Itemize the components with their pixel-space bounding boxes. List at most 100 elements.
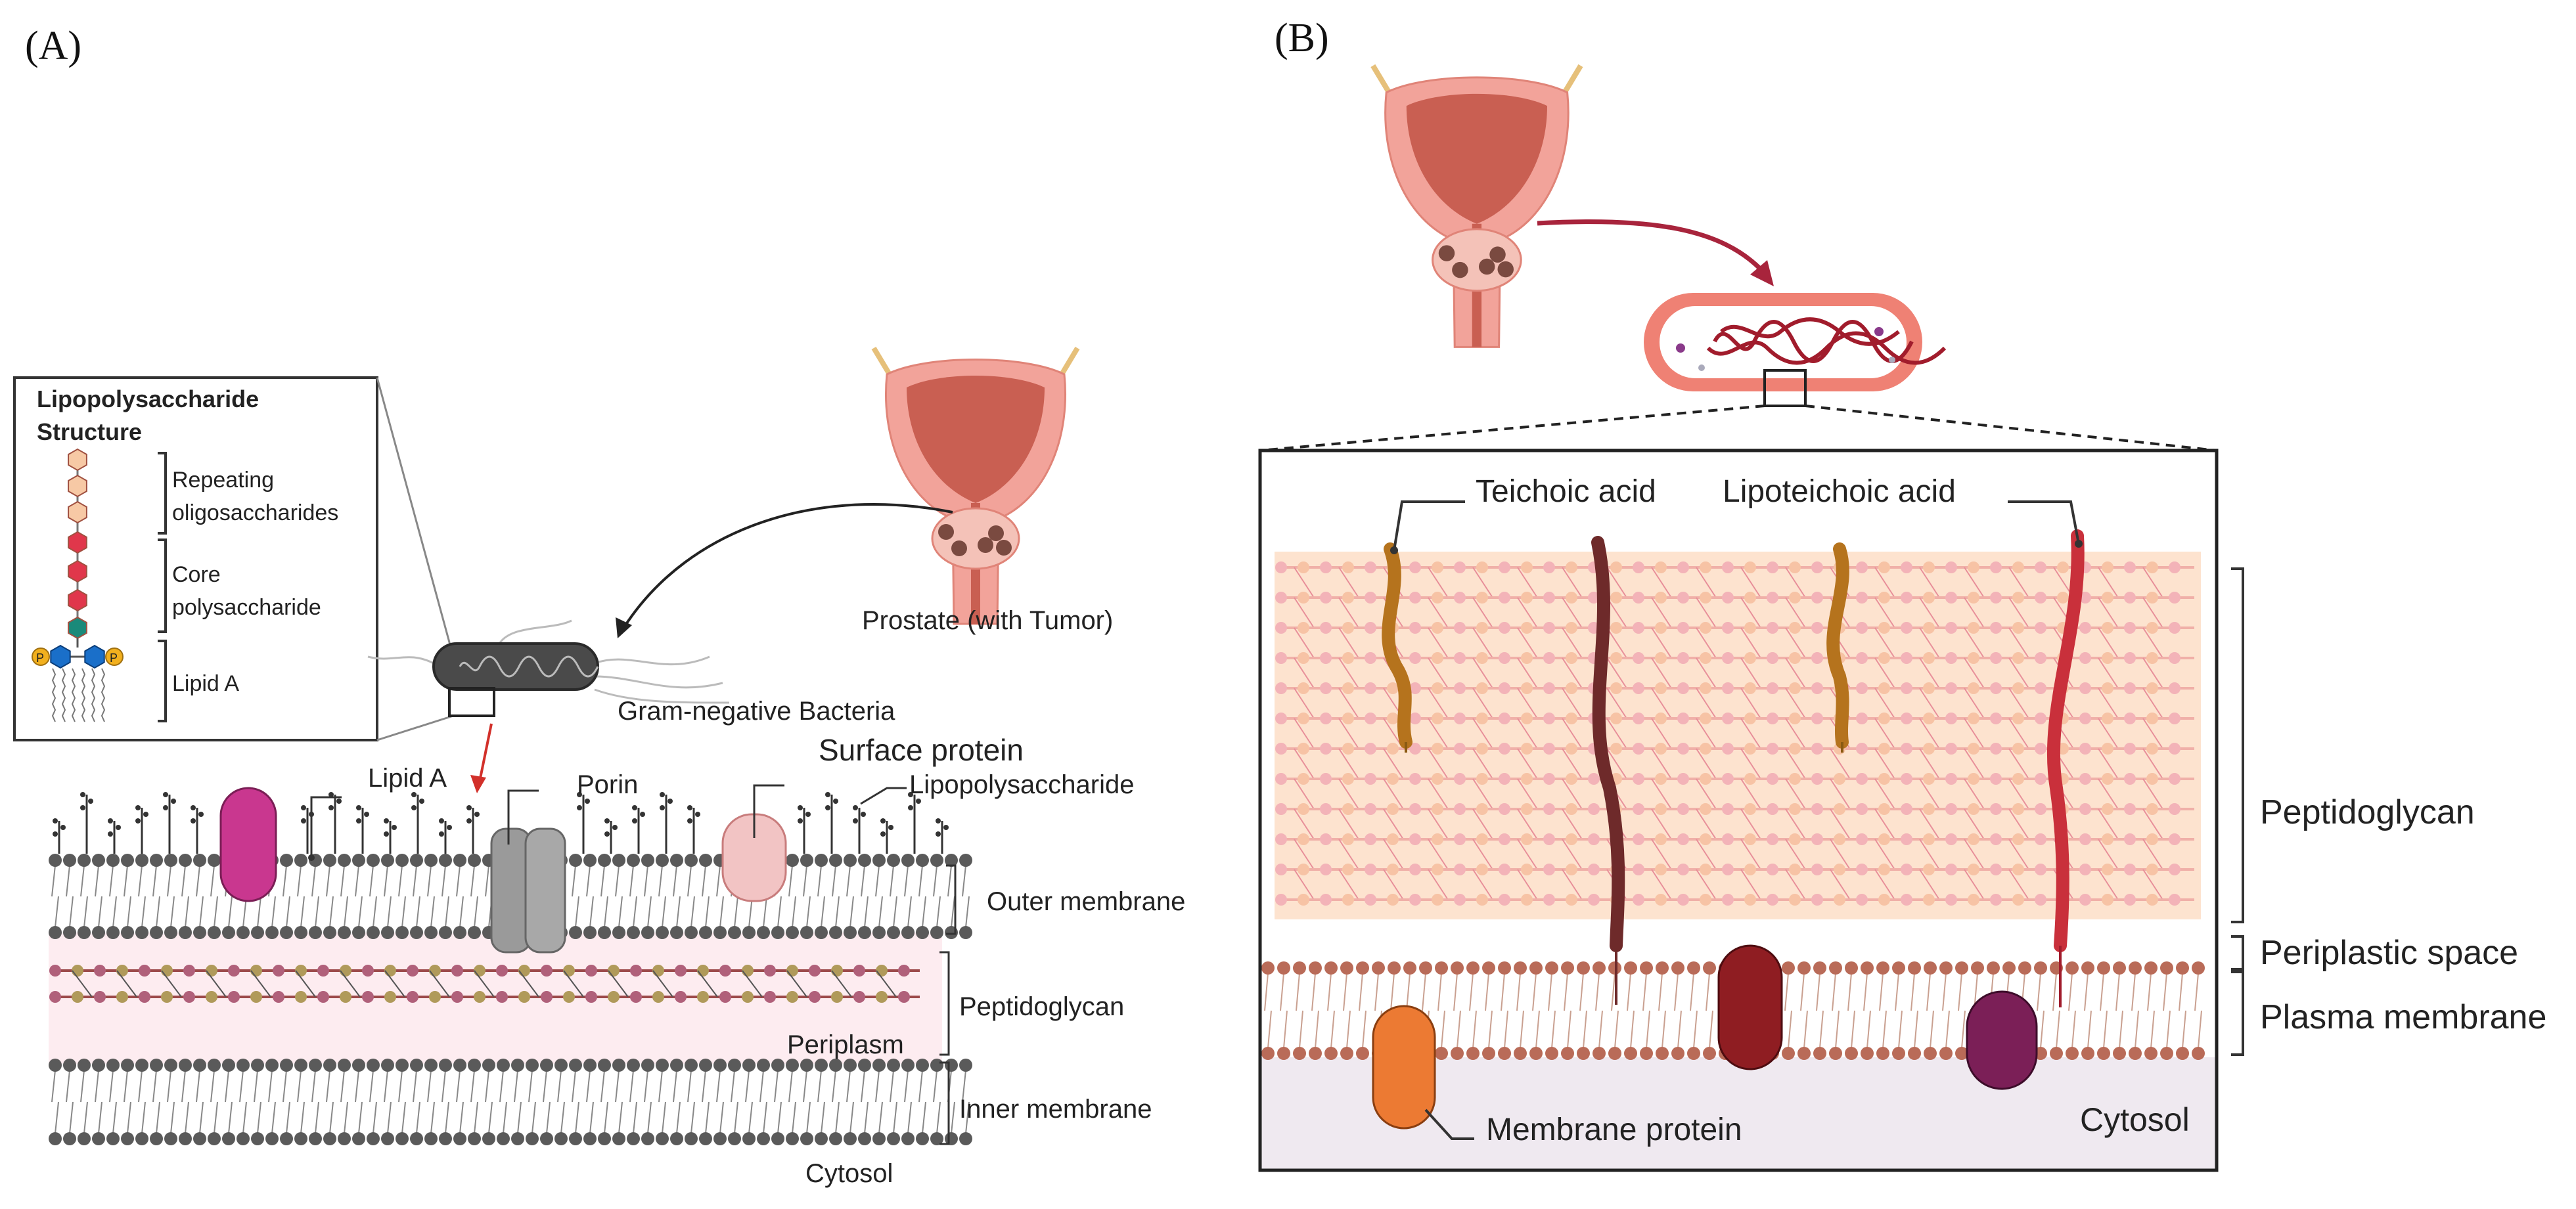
lipid-head (395, 1132, 409, 1145)
glycan-unit (2124, 592, 2136, 604)
glycan-unit (1521, 713, 1533, 724)
lipid-tail (1551, 1010, 1556, 1049)
glycan-unit (2146, 773, 2158, 785)
peptide-crosslink (1830, 748, 1851, 780)
lipid-head (699, 854, 712, 867)
peptide-crosslink (1919, 627, 1940, 659)
peptide-crosslink (1428, 718, 1449, 749)
lps-sugar (825, 792, 830, 797)
lipid-tail (138, 865, 143, 897)
lps-sugar (143, 812, 148, 817)
glycan-unit (1722, 622, 1734, 634)
glycan-unit (2102, 592, 2113, 604)
peptide-crosslink (1651, 657, 1672, 689)
glycan-unit (1543, 894, 1555, 906)
lipid-tail (1851, 1010, 1855, 1049)
glycan-unit (2124, 803, 2136, 815)
lipid-head (280, 854, 293, 867)
lipid-head (1829, 1047, 1842, 1060)
peptide-crosslink (2098, 718, 2119, 749)
lipid-tail (51, 865, 56, 897)
glycan-unit (1722, 592, 1734, 604)
peptide-crosslink (1562, 839, 1583, 870)
peptide-crosslink (1785, 688, 1806, 719)
peptide-crosslink (1606, 748, 1627, 780)
lipid-tail (2087, 1010, 2092, 1049)
lipid-tail (1658, 973, 1663, 1011)
lipid-tail (1422, 973, 1426, 1011)
lipid-head (410, 1132, 423, 1145)
lipid-tail (499, 1070, 504, 1103)
peptide-crosslink (2008, 718, 2029, 749)
glycan-unit (1320, 743, 1332, 755)
zoom-line-bottom (376, 714, 454, 741)
lipid-tail (864, 896, 869, 928)
lipid-head (265, 1132, 279, 1145)
lipid-head (1971, 961, 1984, 975)
lipid-head (627, 1059, 640, 1072)
lipid-tail (1709, 1010, 1713, 1049)
glycan-unit (1387, 894, 1399, 906)
glycan-unit (608, 965, 620, 977)
ureter-icon (1370, 64, 1583, 94)
lipid-head (1466, 1047, 1480, 1060)
lipid-tail (286, 896, 290, 928)
glycan-unit (1878, 864, 1890, 875)
orange-membrane-protein (1372, 1005, 1436, 1130)
lipid-head (63, 1059, 76, 1072)
peptide-crosslink (1338, 597, 1359, 628)
lipid-head (2097, 1047, 2110, 1060)
lipid-tail (80, 1070, 85, 1103)
glycan-unit (1365, 803, 1376, 815)
glycan-unit (1945, 682, 1957, 694)
glycan-unit (1744, 592, 1756, 604)
glycan-unit (1968, 622, 1979, 634)
peptide-crosslink (1740, 869, 1761, 900)
lipid-tail (1693, 1010, 1698, 1049)
lipid-tail (1788, 1010, 1792, 1049)
lipid-head (872, 1059, 886, 1072)
tumor-icon (1478, 258, 1495, 275)
lipid-head (424, 1059, 438, 1072)
glycan-unit (1811, 682, 1823, 694)
glycan-unit (2146, 682, 2158, 694)
peptide-crosslink (1740, 808, 1761, 840)
lipid-tail (167, 865, 171, 897)
peptide-crosslink (2142, 688, 2163, 719)
glycan-unit (1566, 592, 1577, 604)
lipid-tail (445, 896, 449, 928)
glycan-unit (72, 965, 83, 977)
glycan-unit (1588, 864, 1600, 875)
lps-sugar (53, 831, 58, 837)
lipid-head (1514, 961, 1527, 975)
lipid-tail (1311, 973, 1316, 1011)
peptide-crosslink (1696, 718, 1717, 749)
peptide-crosslink (1517, 869, 1538, 900)
glycan-unit (1633, 833, 1644, 845)
glycan-unit (1945, 652, 1957, 664)
glycan-unit (1655, 592, 1667, 604)
lipid-tail (1800, 973, 1805, 1011)
lipid-head (901, 854, 915, 867)
lipid-tail (1283, 1010, 1288, 1049)
glycan-unit (1365, 561, 1376, 573)
lipid-tail (170, 896, 175, 928)
lipid-head (2002, 961, 2016, 975)
bladder-inner (1406, 93, 1547, 224)
glycan-unit (407, 965, 418, 977)
lipid-tail (358, 1101, 363, 1134)
glycan-unit (1990, 833, 2002, 845)
glycan-unit (1811, 622, 1823, 634)
lipid-tail (1346, 1010, 1351, 1049)
lipid-head (237, 1059, 250, 1072)
lipid-tail (2135, 1010, 2139, 1049)
lipid-head (309, 1059, 322, 1072)
lipid-tail (300, 896, 305, 928)
lipid-tail (1882, 1010, 1887, 1049)
glycan-unit (1789, 682, 1801, 694)
lipid-tail (849, 896, 854, 928)
glycan-unit (1789, 743, 1801, 755)
glycan-unit (1588, 592, 1600, 604)
lipid-tail (1520, 1010, 1524, 1049)
lipid-tail (965, 896, 970, 928)
